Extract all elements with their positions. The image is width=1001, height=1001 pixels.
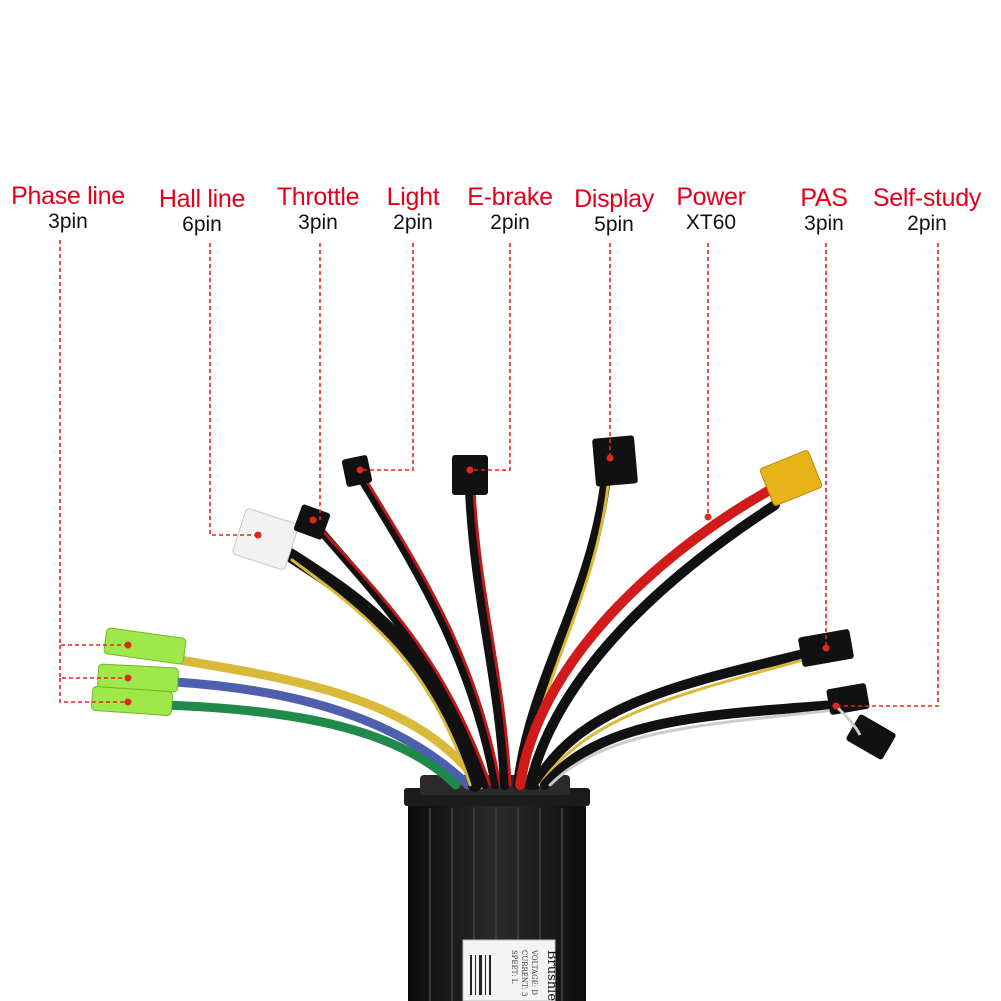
sticker-title: Brushle (544, 950, 559, 1001)
connector-pins: XT60 (685, 211, 737, 234)
connector-pins: 3pin (804, 212, 844, 235)
connector-name: Self-study (872, 184, 982, 212)
leader-dots (124, 454, 840, 710)
label-e-brake: E-brake 2pin (467, 183, 553, 235)
self-study-connector (826, 683, 896, 760)
display-connector (592, 435, 638, 487)
wire-bundles (283, 476, 840, 792)
connector-name: Light (386, 183, 440, 211)
connector-name: Power (676, 183, 746, 211)
connector-pins: 3pin (48, 210, 88, 233)
hall-connector (232, 508, 299, 570)
xt60-connector (759, 450, 823, 506)
connector-pins: 3pin (298, 211, 338, 234)
controller-sticker: Brushle VOLTAGE: D CURRENT: 3 SPEET: L (462, 939, 559, 1001)
sticker-line-2: CURRENT: 3 (520, 950, 528, 997)
label-light: Light 2pin (387, 183, 440, 235)
e-brake-connector (452, 455, 488, 495)
phase-connectors (91, 627, 187, 716)
connector-name: E-brake (467, 183, 553, 211)
label-throttle: Throttle 3pin (276, 183, 360, 235)
connector-name: Display (574, 185, 654, 213)
connector-pins: 5pin (594, 213, 634, 236)
label-self-study: Self-study 2pin (873, 184, 981, 236)
connector-pins: 2pin (490, 211, 530, 234)
connector-name: Throttle (276, 183, 360, 211)
label-power: Power XT60 (676, 183, 746, 235)
connector-name: Phase line (11, 182, 125, 210)
phase-wires (160, 655, 485, 790)
connector-name: PAS (800, 184, 848, 212)
connector-pins: 6pin (182, 213, 222, 236)
label-hall-line: Hall line 6pin (158, 185, 246, 237)
connector-pins: 2pin (907, 212, 947, 235)
sticker-line-1: VOLTAGE: D (530, 949, 538, 995)
label-pas: PAS 3pin (800, 184, 848, 236)
sticker-line-3: SPEET: L (510, 950, 518, 984)
leader-lines (59, 240, 939, 707)
connector-name: Hall line (158, 185, 246, 213)
label-display: Display 5pin (574, 185, 654, 237)
connector-pins: 2pin (393, 211, 433, 234)
label-phase-line: Phase line 3pin (11, 182, 125, 234)
